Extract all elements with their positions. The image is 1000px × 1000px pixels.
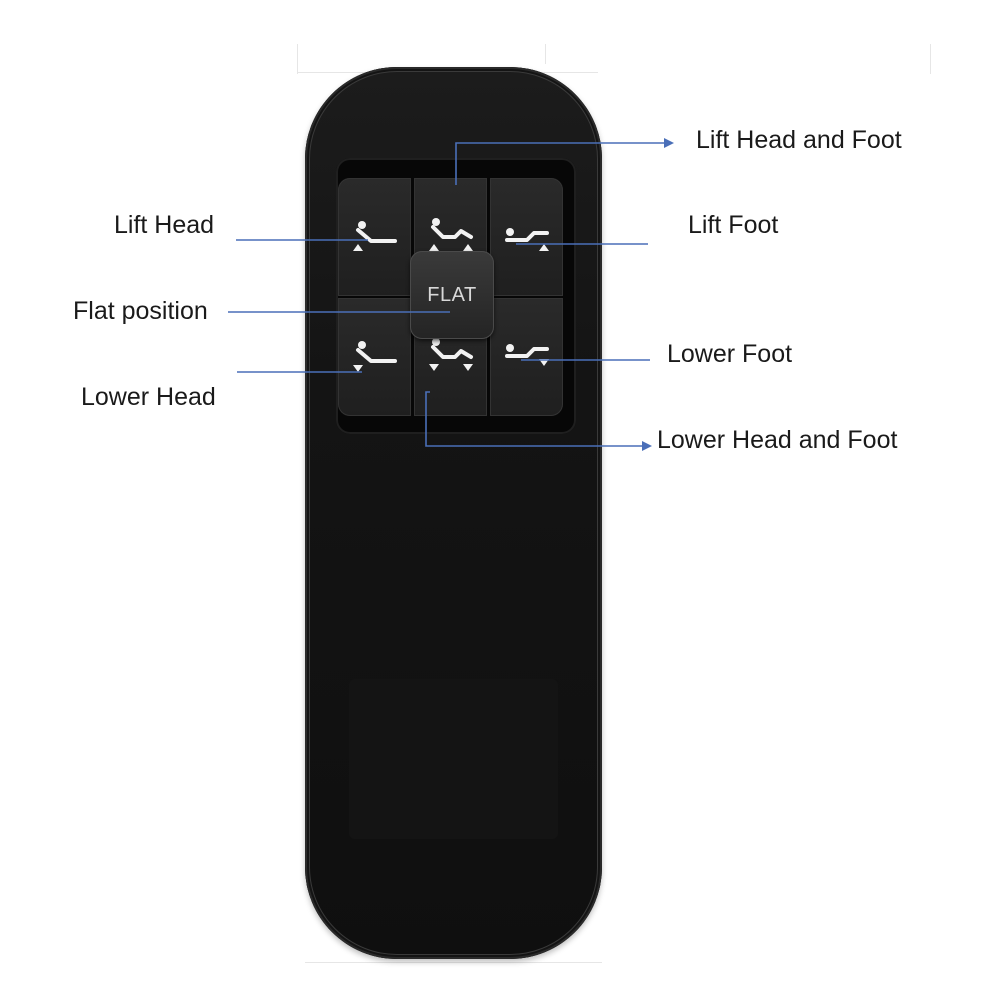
- lower-head-button[interactable]: [338, 298, 411, 416]
- label-flat-position: Flat position: [73, 297, 208, 325]
- top-left-tick: [297, 44, 298, 74]
- flat-button[interactable]: FLAT: [410, 251, 494, 339]
- bed-lift-foot-icon: [504, 228, 549, 251]
- top-right-tick: [930, 44, 931, 74]
- bottom-edge-line: [305, 962, 602, 963]
- lift-head-button[interactable]: [338, 178, 411, 296]
- label-lower-head: Lower Head: [81, 383, 216, 411]
- bed-lift-head-foot-icon: [428, 218, 473, 251]
- bed-lower-foot-icon: [504, 344, 549, 366]
- bed-lower-head-foot-icon: [428, 338, 473, 371]
- flat-button-label: FLAT: [427, 283, 477, 306]
- label-lower-foot: Lower Foot: [667, 340, 793, 368]
- label-lift-head-and-foot: Lift Head and Foot: [696, 126, 902, 154]
- label-lower-head-and-foot: Lower Head and Foot: [657, 426, 898, 454]
- top-mid-tick: [545, 44, 546, 64]
- lower-foot-button[interactable]: [490, 298, 563, 416]
- label-lift-head: Lift Head: [114, 211, 215, 239]
- bed-lower-head-icon: [352, 341, 397, 372]
- remote-lower-panel: [349, 679, 558, 839]
- bed-lift-head-icon: [352, 221, 397, 251]
- lift-foot-button[interactable]: [490, 178, 563, 296]
- label-lift-foot: Lift Foot: [688, 211, 779, 239]
